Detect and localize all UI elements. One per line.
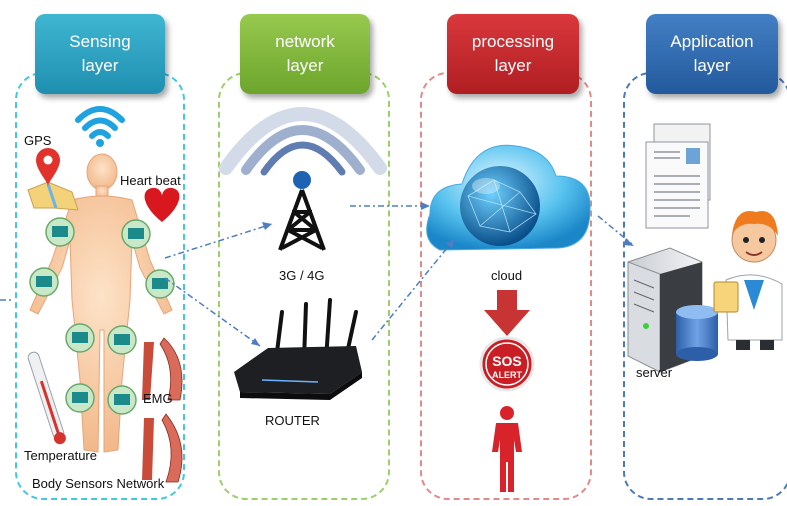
processing-layer-title-2: layer <box>494 56 532 75</box>
alert-text: ALERT <box>492 370 522 380</box>
router-icon <box>234 298 362 400</box>
processing-layer-title-1: processing <box>471 32 555 51</box>
cloud-label: cloud <box>491 268 523 283</box>
network-layer-header: network layer <box>240 14 370 94</box>
alert-arrow-icon <box>484 290 530 336</box>
sensing-layer-title-2: layer <box>81 56 119 75</box>
network-layer-title-1: network <box>275 32 335 51</box>
human-body-icon <box>29 153 173 453</box>
application-layer-header: Application layer <box>646 14 778 94</box>
sos-text: SOS <box>492 353 522 369</box>
body-sensors-network-label: Body Sensors Network <box>32 476 165 491</box>
patient-record-icon <box>645 123 711 229</box>
router-label: ROUTER <box>265 413 320 428</box>
sos-alert-icon <box>479 336 535 392</box>
heart-icon <box>144 187 180 222</box>
signal-arcs-icon <box>219 107 387 176</box>
person-alert-icon <box>492 406 522 492</box>
tower-label: 3G / 4G <box>279 268 325 283</box>
database-icon <box>676 305 718 361</box>
server-label: server <box>636 365 673 380</box>
emg-muscle-icon <box>142 337 183 483</box>
heart-beat-label: Heart beat <box>120 173 181 188</box>
application-layer-title-1: Application <box>670 32 754 51</box>
cell-tower-icon <box>278 171 326 251</box>
body-sensor-nodes <box>29 217 175 415</box>
gps-label: GPS <box>24 133 52 148</box>
thermometer-icon <box>27 351 66 445</box>
network-layer-title-2: layer <box>286 56 324 75</box>
cloud-icon <box>426 144 591 251</box>
processing-layer-header: processing layer <box>447 14 579 94</box>
connector-arrowheads <box>251 202 634 346</box>
application-layer-title-2: layer <box>693 56 731 75</box>
sensing-layer-title-1: Sensing <box>69 32 131 51</box>
sensing-layer-header: Sensing layer <box>35 14 165 94</box>
temperature-label: Temperature <box>24 448 97 463</box>
emg-label: EMG <box>143 391 173 406</box>
gps-map-icon <box>27 148 79 211</box>
wifi-icon <box>75 106 125 147</box>
connector-arrows <box>0 205 633 347</box>
doctor-icon <box>713 210 783 350</box>
